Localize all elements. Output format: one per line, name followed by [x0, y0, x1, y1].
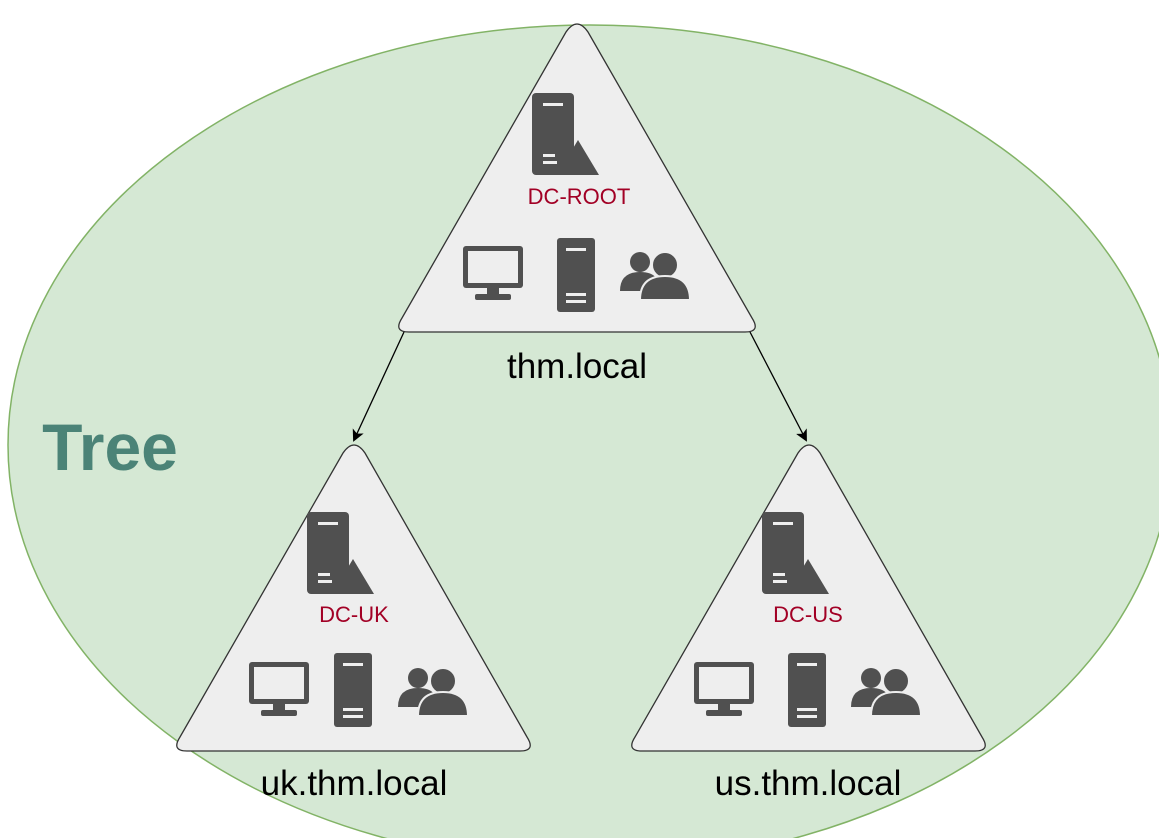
dc-label: DC-UK	[319, 602, 389, 627]
dc-label: DC-ROOT	[528, 184, 631, 209]
domain-name-label: uk.thm.local	[261, 764, 448, 803]
server-icon	[334, 653, 372, 727]
server-icon	[788, 653, 826, 727]
domain-root: DC-ROOT thm.local	[398, 23, 756, 386]
dc-label: DC-US	[773, 602, 843, 627]
domain-uk: DC-UK uk.thm.local	[176, 444, 531, 803]
server-icon	[557, 238, 595, 312]
domain-name-label: thm.local	[507, 347, 647, 386]
domain-us: DC-US us.thm.local	[631, 444, 986, 803]
tree-label: Tree	[42, 410, 178, 484]
edge-root-to-uk	[352, 331, 405, 442]
edge-root-to-us	[749, 331, 807, 442]
domain-name-label: us.thm.local	[715, 764, 902, 803]
